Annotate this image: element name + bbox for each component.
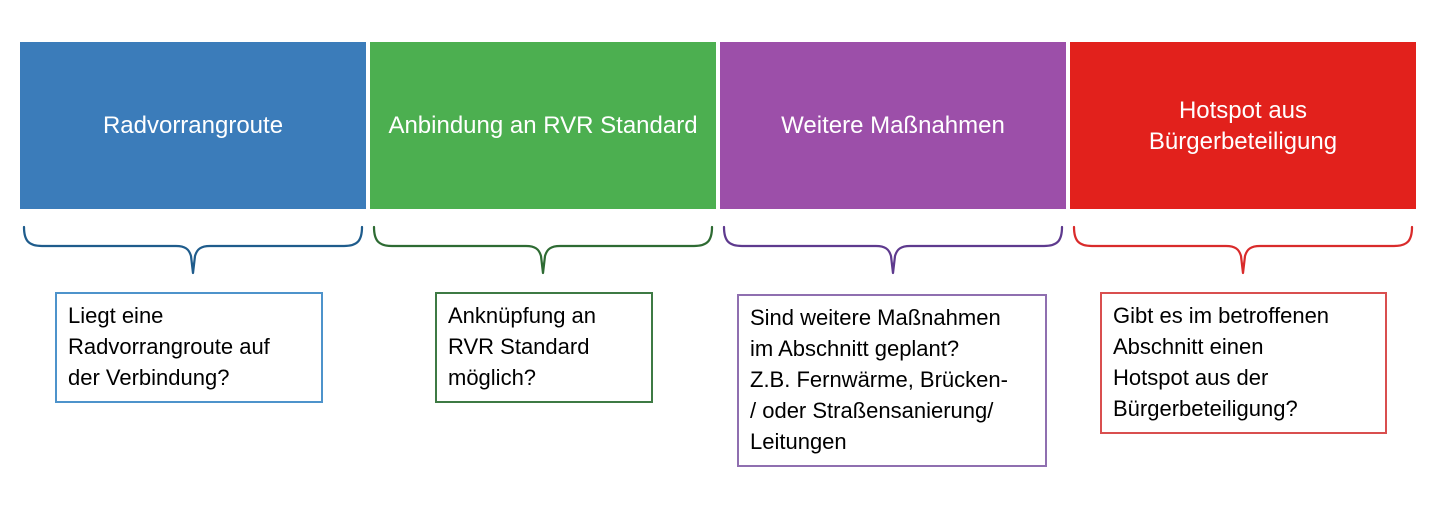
header-box-radvorrangroute: Radvorrangroute (20, 42, 366, 209)
header-title: Weitere Maßnahmen (781, 112, 1005, 139)
header-title: Radvorrangroute (102, 112, 284, 139)
note-text: Anknüpfung an RVR Standard möglich? (448, 303, 597, 390)
header-title: Anbindung an RVR Standard (388, 112, 698, 139)
curly-brace-icon (372, 225, 714, 275)
note-box: Gibt es im betroffenen Abschnitt einen H… (1100, 292, 1387, 434)
column-weitere-massnahmen: Weitere Maßnahmen Sind weitere Maßnahmen… (720, 0, 1066, 508)
column-anbindung-rvr-standard: Anbindung an RVR Standard Anknüpfung an … (370, 0, 716, 508)
curly-brace-icon (1072, 225, 1414, 275)
note-box: Sind weitere Maßnahmen im Abschnitt gepl… (737, 294, 1047, 467)
header-box-hotspot: Hotspot aus Bürgerbeteiligung (1070, 42, 1416, 209)
header-box-massnahmen: Weitere Maßnahmen (720, 42, 1066, 209)
column-radvorrangroute: Radvorrangroute Liegt eine Radvorrangrou… (20, 0, 366, 508)
note-text: Sind weitere Maßnahmen im Abschnitt gepl… (750, 305, 1008, 454)
note-text: Gibt es im betroffenen Abschnitt einen H… (1113, 303, 1330, 421)
column-hotspot-buergerbeteiligung: Hotspot aus Bürgerbeteiligung Gibt es im… (1070, 0, 1416, 508)
header-title: Hotspot aus Bürgerbeteiligung (1148, 96, 1338, 155)
curly-brace-icon (22, 225, 364, 275)
header-box-anbindung: Anbindung an RVR Standard (370, 42, 716, 209)
curly-brace-icon (722, 225, 1064, 275)
note-box: Liegt eine Radvorrangroute auf der Verbi… (55, 292, 323, 403)
note-text: Liegt eine Radvorrangroute auf der Verbi… (68, 303, 270, 390)
note-box: Anknüpfung an RVR Standard möglich? (435, 292, 653, 403)
